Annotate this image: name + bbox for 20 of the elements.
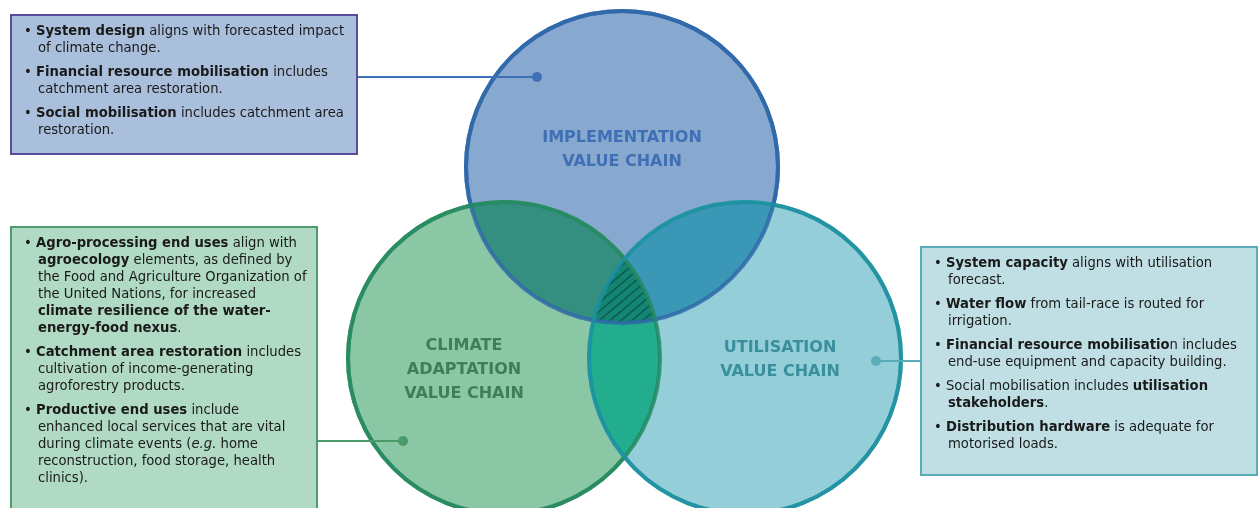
- leader-line: [317, 436, 408, 446]
- bullet-text: • Social mobilisation includes utilisation stakeholders.: [933, 377, 1210, 411]
- leader-line: [357, 72, 542, 82]
- bullet-text: • Agro-processing end uses align with agroecology elements, as defined by the Food and Agriculture Organization of the United Nations, for increased climate resilience of the water-energy-food nexus.: [23, 234, 308, 336]
- bullet-text: • Financial resource mobilisation includes catchment area restoration.: [23, 63, 329, 97]
- circle-title: IMPLEMENTATION VALUE CHAIN: [541, 126, 703, 172]
- callout-box: [10, 226, 318, 508]
- callout-box: [920, 246, 1258, 476]
- bullet-text: • Water flow from tail-race is routed for irrigation.: [933, 295, 1206, 329]
- bullet-text: • Productive end uses include enhanced local services that are vital during climate events (e.g. home reconstruction, food storage, health clinics).: [23, 401, 287, 486]
- bullet-text: • Catchment area restoration includes cultivation of income-generating agroforestry products.: [23, 343, 303, 394]
- bullet-text: • Financial resource mobilisation includes end-use equipment and capacity building.: [933, 336, 1238, 370]
- circle-title: CLIMATE ADAPTATION VALUE CHAIN: [403, 334, 525, 404]
- bullet-text: • System capacity aligns with utilisation forecast.: [933, 254, 1214, 288]
- bullet-text: • Distribution hardware is adequate for motorised loads.: [933, 418, 1215, 452]
- bullet-text: • Social mobilisation includes catchment area restoration.: [23, 104, 345, 138]
- bullet-text: • System design aligns with forecasted impact of climate change.: [23, 22, 346, 56]
- callout-box: [10, 14, 358, 155]
- circle-title: UTILISATION VALUE CHAIN: [719, 336, 841, 382]
- leader-line: [871, 356, 921, 366]
